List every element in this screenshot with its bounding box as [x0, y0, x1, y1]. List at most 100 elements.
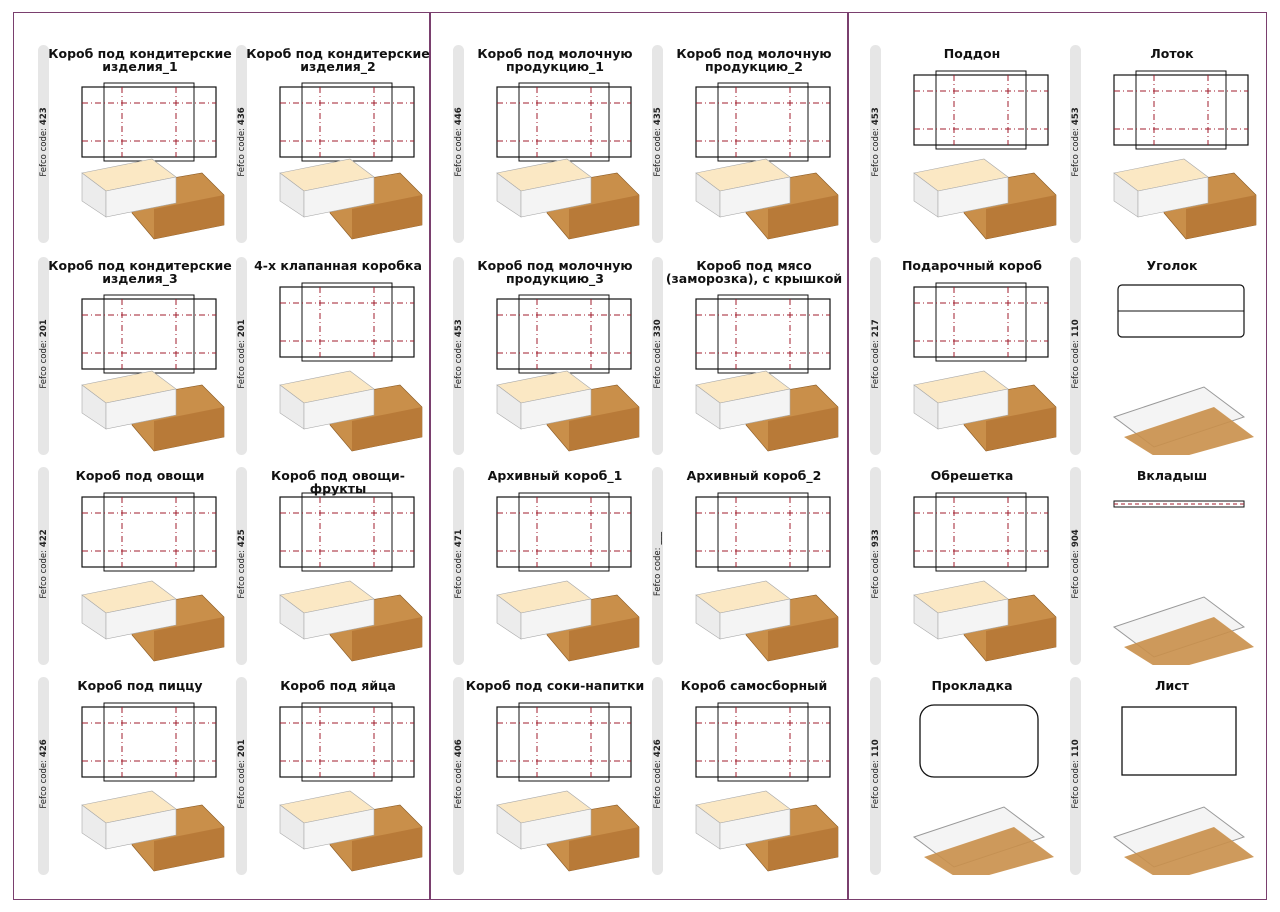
- fefco-code: Fefco code: 446: [454, 92, 464, 192]
- flat-die-cut-layout: [695, 82, 831, 162]
- fefco-code: Fefco code: 436: [237, 92, 247, 192]
- fefco-strip: [236, 257, 247, 455]
- fefco-strip: [1070, 257, 1081, 455]
- fefco-strip: [652, 677, 663, 875]
- flat-die-cut-layout: [81, 82, 217, 162]
- flat-die-cut-layout: [695, 702, 831, 782]
- fefco-label: Fefco code:: [39, 128, 49, 177]
- assembled-box-render: [496, 158, 640, 240]
- box-illustration: [1112, 706, 1254, 875]
- fefco-code: Fefco code: 471: [454, 514, 464, 614]
- box-illustration: [81, 82, 225, 240]
- fefco-label: Fefco code:: [1071, 760, 1081, 809]
- fefco-strip: [652, 45, 663, 243]
- assembled-box-render: [279, 790, 423, 872]
- assembled-box-render: [81, 790, 225, 872]
- assembled-box-render: [496, 790, 640, 872]
- fefco-code-value: 201: [237, 319, 247, 338]
- fefco-code: Fefco code: 904: [1071, 514, 1081, 614]
- fefco-strip: [453, 467, 464, 665]
- fefco-label: Fefco code:: [454, 128, 464, 177]
- fefco-strip: [38, 45, 49, 243]
- fefco-label: Fefco code:: [653, 547, 663, 597]
- assembled-box-render: [279, 580, 423, 662]
- fefco-label: Fefco code:: [454, 760, 464, 809]
- box-illustration: [695, 82, 839, 240]
- box-illustration: [913, 282, 1057, 452]
- box-title: Подарочный короб: [901, 258, 1043, 273]
- fefco-strip: [1070, 467, 1081, 665]
- fefco-label: Fefco code:: [871, 760, 881, 809]
- flat-die-cut-layout: [279, 492, 415, 572]
- box-illustration: [913, 492, 1057, 662]
- fefco-code: Fefco code: 933: [871, 514, 881, 614]
- panel-divider: [429, 12, 431, 900]
- panel-divider: [847, 12, 849, 900]
- fefco-label: Fefco code:: [1071, 340, 1081, 389]
- fefco-code: Fefco code: 201: [237, 304, 247, 404]
- assembled-box-render: [913, 580, 1057, 662]
- flat-die-cut-layout: [279, 82, 415, 162]
- flat-die-cut-layout: [913, 70, 1049, 150]
- fefco-code-value: 446: [454, 107, 464, 126]
- box-card: Fefco code: 453 Поддон: [870, 45, 1062, 243]
- fefco-code-value: 904: [1071, 529, 1081, 548]
- fefco-strip: [453, 257, 464, 455]
- fefco-strip: [38, 677, 49, 875]
- fefco-code-value: 110: [1071, 739, 1081, 758]
- assembled-box-render: [913, 370, 1057, 452]
- fefco-code-value: 453: [454, 319, 464, 338]
- box-card: Fefco code: ___Архивный короб_2: [652, 467, 844, 665]
- fefco-strip: [870, 45, 881, 243]
- fefco-code: Fefco code: 110: [871, 724, 881, 824]
- box-title: Короб под пиццу: [77, 678, 203, 693]
- fefco-label: Fefco code:: [39, 340, 49, 389]
- box-illustration: [695, 492, 839, 662]
- flat-die-cut-layout: [913, 492, 1049, 572]
- flat-die-cut-layout: [1113, 70, 1249, 150]
- box-illustration: [913, 70, 1057, 240]
- box-illustration: [1112, 284, 1254, 455]
- fefco-code-value: 406: [454, 739, 464, 758]
- fefco-code: Fefco code: 453: [1071, 92, 1081, 192]
- box-card: Fefco code: 201 4-х клапанная коробка: [236, 257, 428, 455]
- box-title: Короб под мясо (заморозка), с крышкой: [665, 258, 843, 286]
- box-title: 4-х клапанная коробка: [254, 258, 422, 273]
- box-card: Fefco code: 425 Короб под овощи-фрукты: [236, 467, 428, 665]
- fefco-code-value: 217: [871, 319, 881, 338]
- box-title: Короб под овощи: [75, 468, 205, 483]
- fefco-code: Fefco code: 426: [39, 724, 49, 824]
- box-title: Поддон: [943, 46, 1001, 61]
- fefco-label: Fefco code:: [1071, 128, 1081, 177]
- fefco-label: Fefco code:: [237, 550, 247, 599]
- fefco-code-value: 436: [237, 107, 247, 126]
- fefco-strip: [1070, 677, 1081, 875]
- flat-die-cut-layout: [279, 282, 415, 362]
- box-illustration: [279, 282, 423, 452]
- fefco-label: Fefco code:: [871, 340, 881, 389]
- fefco-code: Fefco code: 425: [237, 514, 247, 614]
- box-illustration: [81, 492, 225, 662]
- fefco-code: Fefco code: 453: [871, 92, 881, 192]
- box-title: Лоток: [1150, 46, 1194, 61]
- assembled-box-render: [81, 580, 225, 662]
- flat-die-cut-layout: [695, 294, 831, 374]
- fefco-label: Fefco code:: [39, 550, 49, 599]
- fefco-label: Fefco code:: [653, 128, 663, 177]
- box-title: Короб под овощи-фрукты: [271, 468, 405, 496]
- fefco-code: Fefco code: 423: [39, 92, 49, 192]
- flat-die-cut-layout: [496, 492, 632, 572]
- assembled-box-render: [1112, 386, 1254, 455]
- box-illustration: [81, 294, 225, 452]
- box-illustration: [695, 702, 839, 872]
- box-card: Fefco code: 217 Подарочный короб: [870, 257, 1062, 455]
- box-card: Fefco code: 426 Короб под пиццу: [38, 677, 230, 875]
- box-illustration: [496, 702, 640, 872]
